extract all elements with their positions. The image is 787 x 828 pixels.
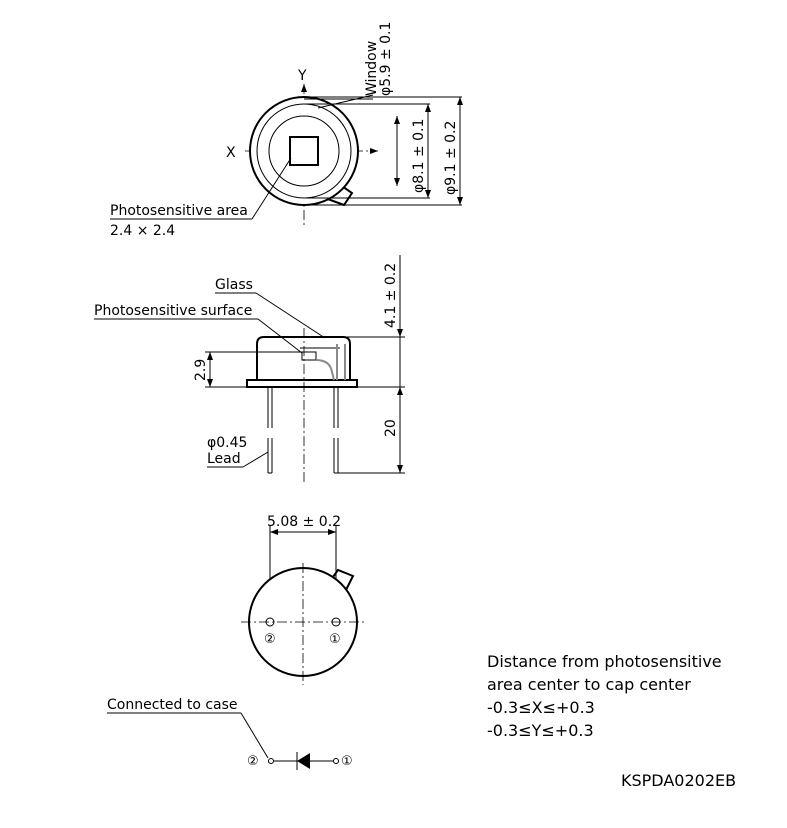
note-line-1: Distance from photosensitive [487, 652, 722, 671]
lead-length-dimension: 20 [383, 419, 399, 437]
bond-wire [315, 359, 335, 381]
photosensitive-chip [301, 351, 317, 361]
lead-label: Lead [207, 451, 241, 467]
notes: Distance from photosensitive area center… [487, 652, 736, 790]
circuit-pin1: ① [341, 754, 353, 769]
glass-label: Glass [215, 277, 253, 293]
circuit-pin2: ② [247, 754, 259, 769]
glass-leader [255, 292, 326, 339]
x-axis-arrow [370, 148, 378, 154]
photosensitive-surface-label: Photosensitive surface [94, 303, 252, 319]
height-dim-arrow [397, 329, 403, 337]
window-dim-arrow-top [394, 116, 400, 124]
window-dim-arrow-bottom [394, 178, 400, 186]
flange-dim-arrow-bottom [457, 197, 463, 205]
surface-leader [257, 318, 303, 354]
pitch-arrow-right [328, 529, 336, 535]
bottom-flange-tab [332, 568, 355, 591]
diode-triangle [297, 753, 310, 769]
flange-dim-arrow-top [457, 97, 463, 105]
cap-body [256, 336, 351, 380]
note-line-2: area center to cap center [487, 675, 691, 694]
pitch-arrow-left [270, 529, 278, 535]
axis-y-label: Y [297, 68, 307, 84]
flange-dimension: φ9.1 ± 0.2 [443, 121, 459, 195]
lead-leader [242, 451, 269, 468]
note-line-3: -0.3≤X≤+0.3 [487, 698, 595, 717]
case-leader [240, 712, 269, 759]
photosensitive-area-value: 2.4 × 2.4 [110, 223, 175, 239]
window-label: Window [364, 41, 380, 96]
pin1-hole [331, 617, 341, 627]
window-outline [268, 115, 340, 187]
side-view: Glass Photosensitive surface 4.1 ± 0.2 2… [94, 255, 405, 485]
pitch-dimension: 5.08 ± 0.2 [267, 514, 341, 530]
note-line-4: -0.3≤Y≤+0.3 [487, 721, 594, 740]
pin2-hole [265, 617, 275, 627]
y-axis-arrow [301, 84, 307, 92]
lead-diameter: φ0.45 [207, 435, 247, 451]
pin1-terminal [333, 758, 339, 764]
bottom-view: 5.08 ± 0.2 ② ① [241, 514, 366, 685]
height-dimension: 4.1 ± 0.2 [383, 263, 399, 328]
pin1-marker: ① [329, 632, 341, 647]
cap-dim-arrow-top [425, 104, 431, 112]
flange-base [246, 379, 358, 388]
area-leader [251, 157, 292, 220]
window-dimension: φ5.9 ± 0.1 [378, 22, 394, 96]
lead-dim-arrow-bottom [397, 465, 403, 473]
surface-dim-arrow-bottom [207, 379, 213, 387]
surface-dim-arrow-top [207, 352, 213, 360]
flange-outline [249, 96, 359, 206]
photosensitive-area-square [289, 136, 319, 166]
pin2-marker: ② [264, 632, 276, 647]
pin2-terminal [268, 758, 274, 764]
drawing-code: KSPDA0202EB [621, 771, 736, 790]
circuit-symbol: Connected to case ② ① [107, 697, 353, 770]
cap-dimension: φ8.1 ± 0.1 [411, 119, 427, 193]
surface-height-dimension: 2.9 [193, 359, 209, 381]
connected-to-case-label: Connected to case [107, 697, 238, 713]
lead-dim-arrow-top [397, 387, 403, 395]
top-view: Y X Window φ5.9 ± 0.1 φ8.1 ± 0.1 [110, 22, 463, 239]
cap-outline [256, 103, 352, 199]
cap-dim-arrow-bottom [425, 190, 431, 198]
photosensitive-area-label: Photosensitive area [110, 203, 248, 219]
axis-x-label: X [226, 145, 236, 161]
